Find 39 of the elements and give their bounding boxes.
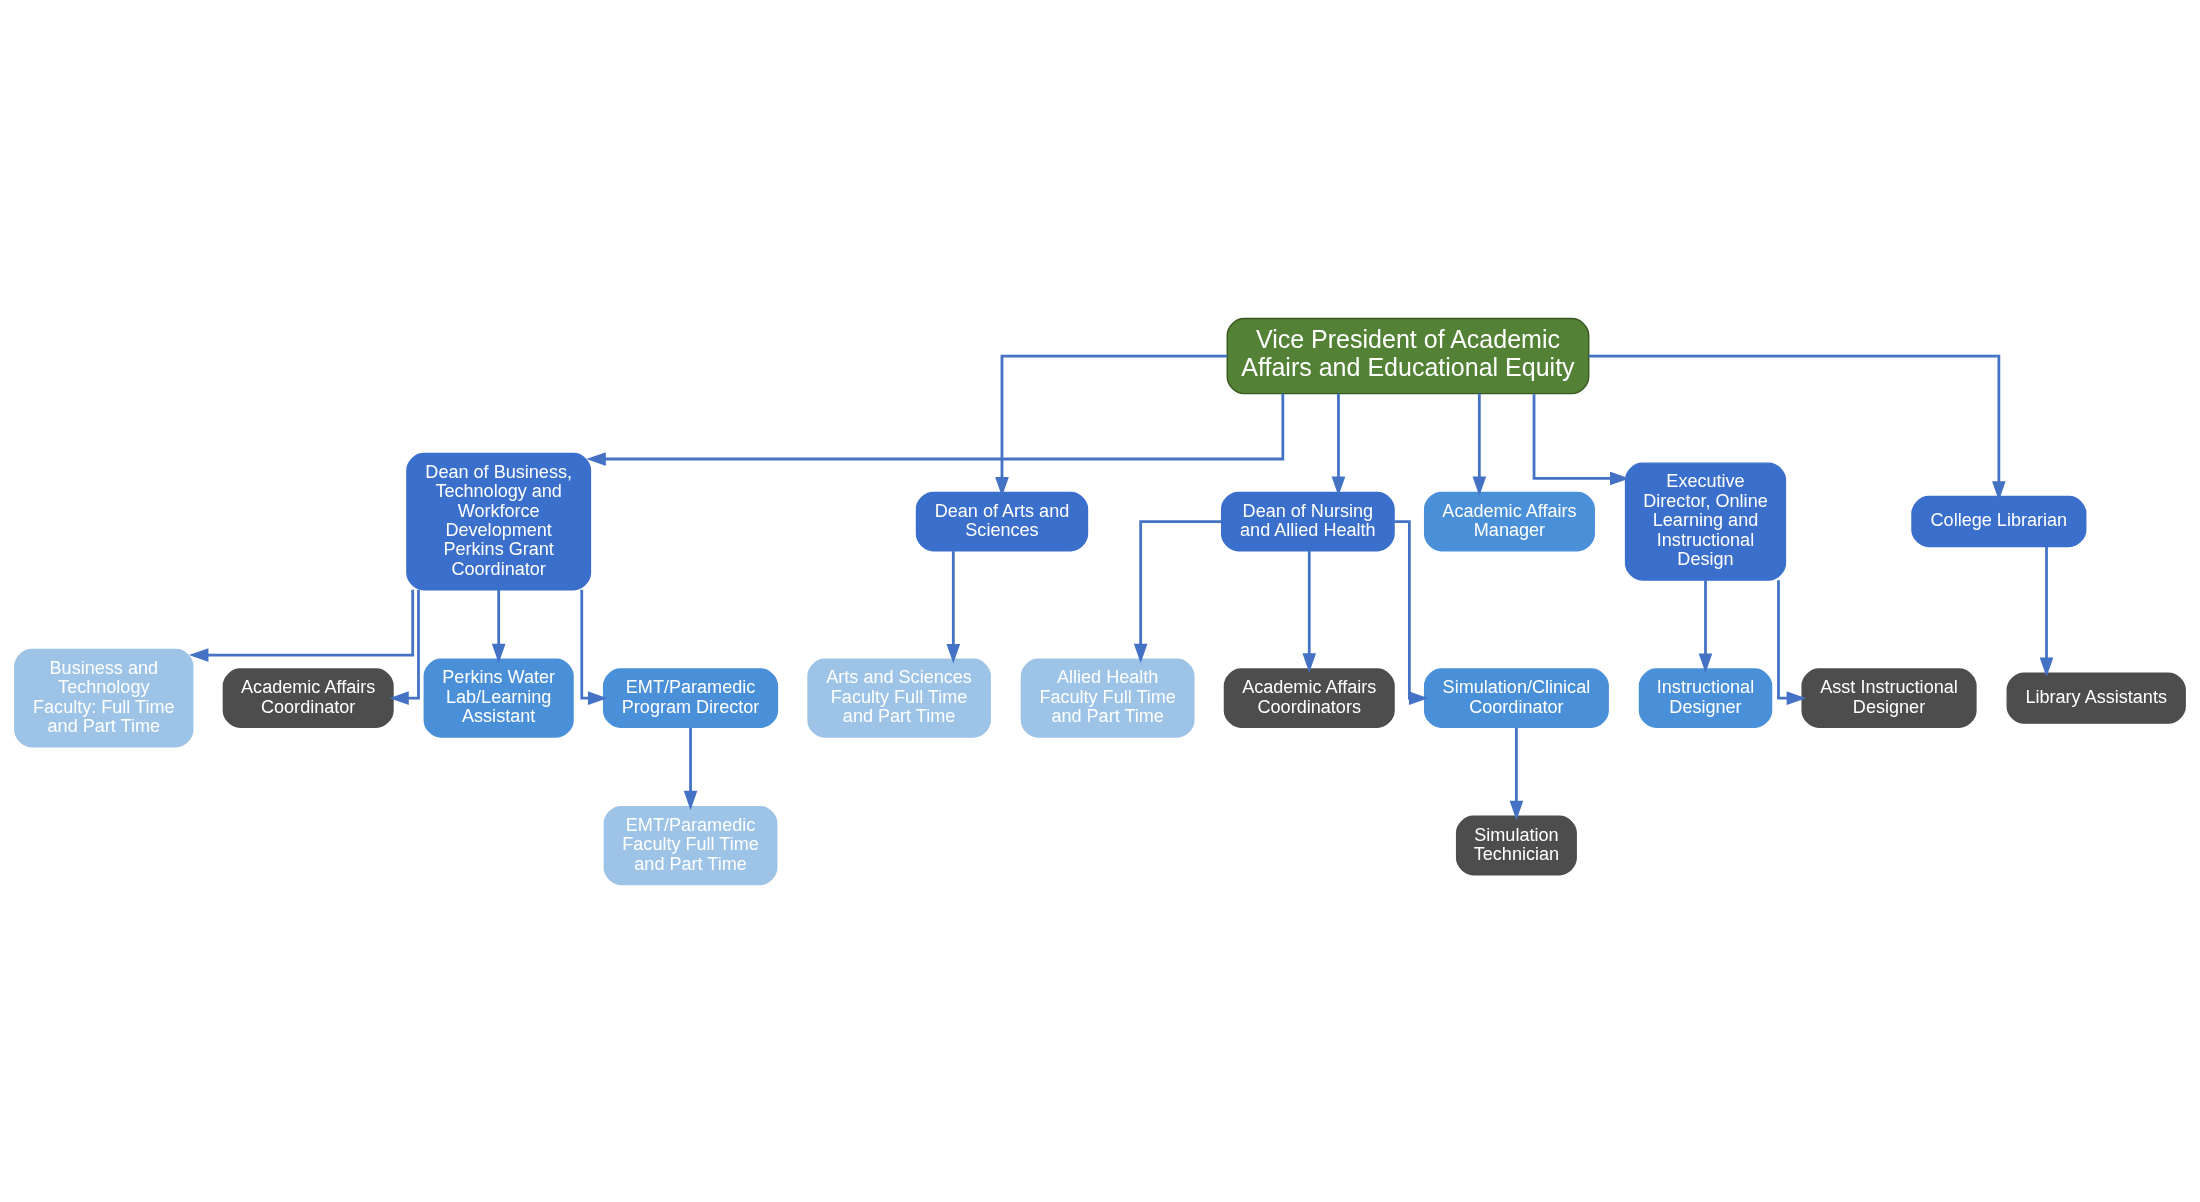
node-box: Instructional Designer	[1638, 667, 1773, 728]
arrow	[683, 727, 698, 810]
arrow	[1588, 354, 2006, 501]
node-box: Academic Affairs Manager	[1423, 491, 1595, 551]
node-box: Perkins Water Lab/Learning Assistant	[423, 658, 574, 738]
arrow	[1509, 727, 1524, 820]
node-box: Dean of Nursing and Allied Health	[1220, 491, 1395, 551]
node-box: College Librarian	[1911, 495, 2087, 547]
node-box: EMT/Paramedic Program Director	[602, 667, 779, 728]
node-box: EMT/Paramedic Faculty Full Time and Part Time	[603, 805, 778, 885]
arrow	[1472, 393, 1487, 496]
arrow	[580, 589, 608, 705]
node-box: Asst Instructional Designer	[1801, 667, 1977, 728]
arrow	[1133, 519, 1222, 663]
arrow	[1331, 393, 1346, 496]
arrow	[2039, 546, 2054, 677]
node-box: Dean of Business, Technology and Workforce Development Perkins Grant Coordinator	[406, 452, 592, 590]
node-box: Academic Affairs Coordinator	[222, 667, 394, 728]
node-box: Executive Director, Online Learning and Instructional Design	[1624, 461, 1787, 581]
arrow	[188, 589, 415, 662]
node-box: Dean of Arts and Sciences	[915, 491, 1089, 551]
node-box: Allied Health Faculty Full Time and Part Time	[1020, 658, 1195, 738]
node-box: Arts and Sciences Faculty Full Time and Part Time	[807, 658, 991, 738]
node-box: Library Assistants	[2006, 671, 2186, 724]
node-box: Vice President of Academic Affairs and Educational Equity	[1226, 317, 1590, 394]
node-box: Academic Affairs Coordinators	[1223, 667, 1395, 728]
node-box: Simulation Technician	[1455, 815, 1577, 875]
node-box: Simulation/Clinical Coordinator	[1423, 667, 1609, 728]
arrow	[1302, 550, 1317, 673]
arrow	[1532, 393, 1630, 485]
arrow	[491, 589, 506, 663]
arrow	[1777, 579, 1807, 705]
node-box: Business and Technology Faculty: Full Time and Part Time	[14, 648, 194, 747]
arrow	[586, 393, 1285, 466]
arrow	[1698, 579, 1713, 673]
arrow	[995, 354, 1227, 497]
arrow	[946, 550, 961, 663]
arrow	[389, 589, 420, 705]
arrow	[1394, 519, 1429, 705]
